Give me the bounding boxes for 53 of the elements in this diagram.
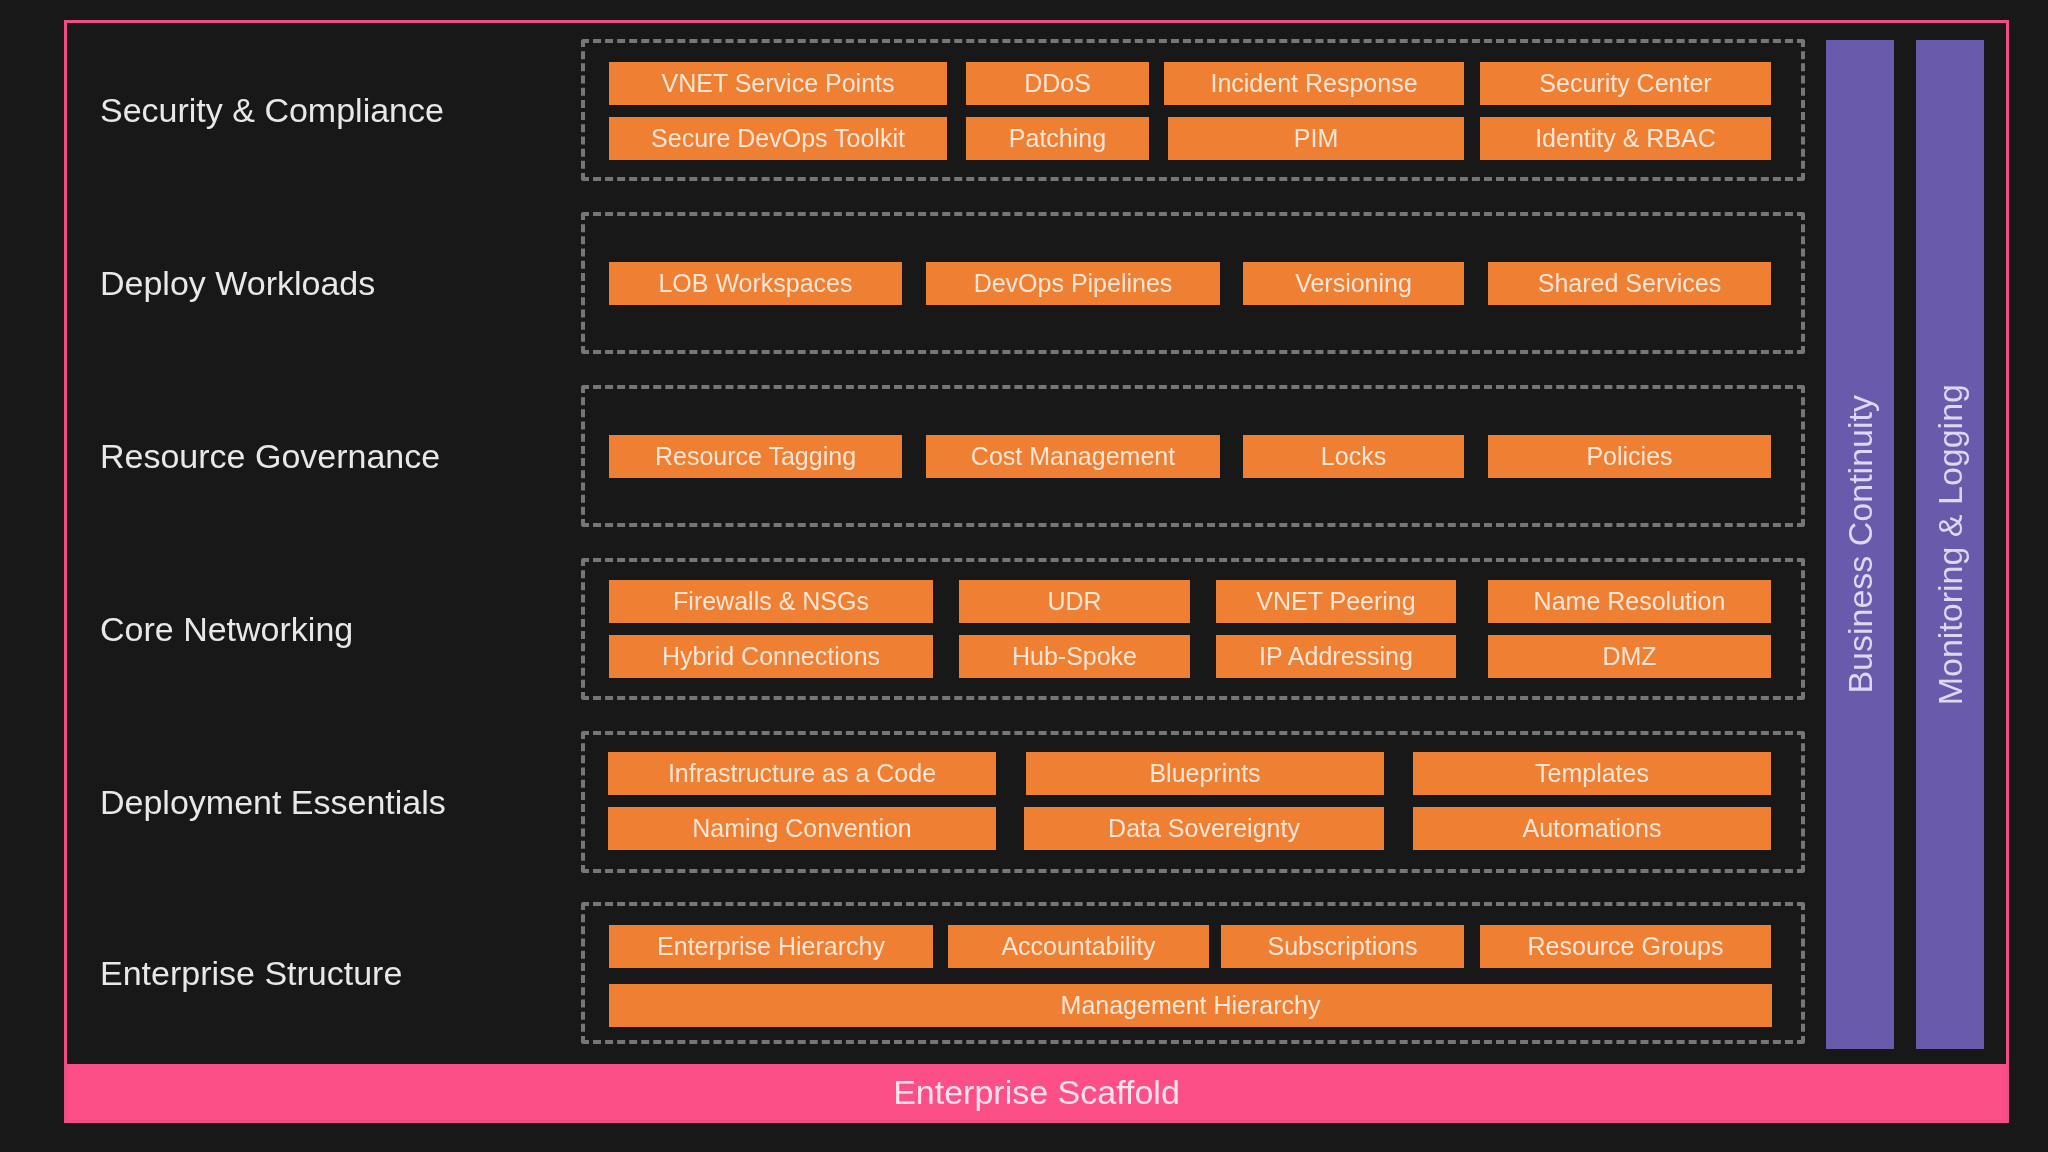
component-box: Patching bbox=[966, 117, 1149, 160]
component-box: IP Addressing bbox=[1216, 635, 1456, 678]
dashed-group-frame bbox=[581, 212, 1805, 354]
component-box: DevOps Pipelines bbox=[926, 262, 1220, 305]
layer-heading: Resource Governance bbox=[100, 439, 441, 473]
component-box: Data Sovereignty bbox=[1024, 807, 1384, 850]
component-box: Management Hierarchy bbox=[609, 984, 1772, 1027]
pillar-bar bbox=[1916, 40, 1984, 1049]
layer-heading: Security & Compliance bbox=[100, 93, 444, 127]
component-box: Hybrid Connections bbox=[609, 635, 933, 678]
component-box: PIM bbox=[1168, 117, 1464, 160]
component-box: LOB Workspaces bbox=[609, 262, 902, 305]
component-box: Blueprints bbox=[1026, 752, 1384, 795]
component-box: Policies bbox=[1488, 435, 1771, 478]
component-box: UDR bbox=[959, 580, 1190, 623]
component-box: Locks bbox=[1243, 435, 1464, 478]
component-box: DDoS bbox=[966, 62, 1149, 105]
component-box: Subscriptions bbox=[1221, 925, 1464, 968]
dashed-group-frame bbox=[581, 902, 1805, 1044]
layer-heading: Enterprise Structure bbox=[100, 956, 403, 990]
component-box: Versioning bbox=[1243, 262, 1464, 305]
component-box: Secure DevOps Toolkit bbox=[609, 117, 947, 160]
component-box: Shared Services bbox=[1488, 262, 1771, 305]
component-box: Enterprise Hierarchy bbox=[609, 925, 933, 968]
component-box: Resource Tagging bbox=[609, 435, 902, 478]
component-box: VNET Peering bbox=[1216, 580, 1456, 623]
dashed-group-frame bbox=[581, 731, 1805, 873]
component-box: Hub-Spoke bbox=[959, 635, 1190, 678]
component-box: VNET Service Points bbox=[609, 62, 947, 105]
pillar-bar bbox=[1826, 40, 1894, 1049]
component-box: Identity & RBAC bbox=[1480, 117, 1771, 160]
scaffold-banner: Enterprise Scaffold bbox=[67, 1064, 2006, 1120]
layer-heading: Core Networking bbox=[100, 612, 354, 646]
layer-heading: Deploy Workloads bbox=[100, 266, 376, 300]
component-box: Automations bbox=[1413, 807, 1771, 850]
component-box: Name Resolution bbox=[1488, 580, 1771, 623]
component-box: Incident Response bbox=[1164, 62, 1464, 105]
dashed-group-frame bbox=[581, 385, 1805, 527]
component-box: Resource Groups bbox=[1480, 925, 1771, 968]
component-box: Accountability bbox=[948, 925, 1209, 968]
pillar-label: Monitoring & Logging bbox=[1933, 383, 1967, 706]
dashed-group-frame bbox=[581, 558, 1805, 700]
scaffold-frame bbox=[64, 20, 2009, 1123]
pillar-label: Business Continuity bbox=[1843, 395, 1877, 694]
component-box: Cost Management bbox=[926, 435, 1220, 478]
component-box: Security Center bbox=[1480, 62, 1771, 105]
component-box: Naming Convention bbox=[608, 807, 996, 850]
layer-heading: Deployment Essentials bbox=[100, 785, 446, 819]
component-box: Firewalls & NSGs bbox=[609, 580, 933, 623]
component-box: Infrastructure as a Code bbox=[608, 752, 996, 795]
component-box: DMZ bbox=[1488, 635, 1771, 678]
component-box: Templates bbox=[1413, 752, 1771, 795]
dashed-group-frame bbox=[581, 39, 1805, 181]
